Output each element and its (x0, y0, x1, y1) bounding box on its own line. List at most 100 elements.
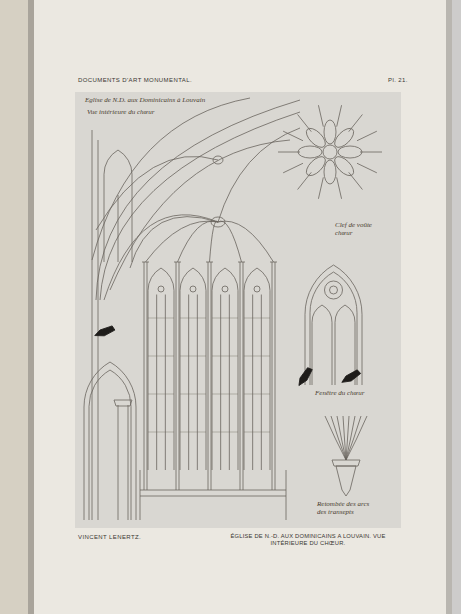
apse-window (180, 268, 206, 470)
boss-rib (337, 105, 342, 126)
glazing-bar (180, 356, 206, 357)
handwritten-title: Eglise de N.D. aux Dominicains à Louvain (84, 96, 206, 104)
boss-leaf (338, 146, 362, 158)
boss-rib (298, 172, 312, 189)
window-mullion (252, 295, 253, 470)
running-head: DOCUMENTS D'ART MONUMENTAL. (78, 77, 192, 84)
plate-caption: ÉGLISE DE N.-D. AUX DOMINICAINS A LOUVAI… (214, 533, 402, 546)
choir-window (305, 265, 362, 385)
photo-clip (342, 368, 361, 386)
boss-rib (318, 105, 323, 126)
corbel-capital (332, 460, 360, 466)
page (34, 0, 448, 614)
boss-leaf (324, 120, 336, 144)
vault-rib (96, 100, 300, 300)
boss-leaf (298, 146, 322, 158)
apse-shaft (176, 262, 179, 490)
boss-rib (283, 163, 303, 173)
sketch-label: Clef de voûte chœur (334, 221, 380, 237)
boss-rib (278, 152, 300, 153)
drawing-ground (75, 92, 401, 528)
glazing-bar (244, 356, 270, 357)
glazing-bar (212, 432, 238, 433)
boss-rib (349, 114, 363, 131)
plinth (140, 470, 286, 520)
apse-rib (218, 221, 274, 262)
pier (114, 400, 132, 520)
window-tracery (222, 286, 228, 292)
left-page (0, 0, 32, 614)
page-edge (446, 0, 452, 614)
apse-rib (146, 221, 219, 262)
corbel-rib (337, 416, 346, 460)
apse-window (212, 268, 238, 470)
window-mullion (261, 295, 262, 470)
window-light (312, 305, 332, 385)
apse-rib (210, 221, 219, 262)
window-tracery (190, 286, 196, 292)
window-mullion (118, 195, 119, 262)
window-tracery (158, 286, 164, 292)
window-rose (330, 286, 338, 294)
window-mullion (156, 295, 157, 470)
apse-rib (218, 221, 242, 262)
apse-shaft (272, 262, 275, 490)
vault-rib (100, 112, 300, 300)
boss-leaf (324, 160, 336, 184)
plinth (140, 490, 286, 496)
window-mullion (229, 295, 230, 470)
corbel-rib (325, 416, 346, 460)
boss-rib (337, 177, 342, 198)
choir-window (310, 272, 357, 385)
window-mullion (188, 295, 189, 470)
glazing-bar (212, 318, 238, 319)
glazing-bar (212, 394, 238, 395)
side-arch (89, 370, 131, 520)
corbel-rib (331, 416, 346, 460)
upper-window (104, 150, 132, 262)
glazing-bar (212, 356, 238, 357)
corbel-rib (346, 416, 361, 460)
sketch-label: Retombée des arcs des transepts (316, 500, 380, 516)
glazing-bar (244, 394, 270, 395)
glazing-bar (180, 432, 206, 433)
boss-centre (323, 145, 337, 159)
photo-clip (95, 321, 116, 341)
corbel-rib (343, 416, 346, 460)
window-tracery (254, 286, 260, 292)
boss-rib (360, 152, 382, 153)
window-mullion (197, 295, 198, 470)
vault-rib (96, 156, 218, 230)
window-mullion (165, 295, 166, 470)
window-rose (325, 281, 343, 299)
boss-rib (357, 163, 377, 173)
glazing-bar (148, 356, 174, 357)
apse-window (244, 268, 270, 470)
plate-number: Pl. 21. (388, 77, 408, 84)
boss-rib (357, 131, 377, 141)
apse-shaft (240, 262, 243, 490)
boss-rib (283, 131, 303, 141)
glazing-bar (148, 432, 174, 433)
vault-rib (130, 217, 218, 268)
apse-rib (178, 221, 219, 262)
corbel-rib (346, 416, 367, 460)
glazing-bar (148, 394, 174, 395)
sketch (84, 98, 382, 520)
sketch-label: Fenêtre du chœur (314, 389, 366, 397)
vault-rib (218, 128, 300, 222)
boss-rib (318, 177, 323, 198)
boss-rib (298, 114, 312, 131)
wall-column (92, 130, 98, 520)
window-mullion (220, 295, 221, 470)
corbel-body (336, 466, 356, 496)
rib-boss (213, 156, 223, 164)
vault-rib (110, 140, 290, 290)
side-arch (84, 362, 136, 520)
binding-shadow (28, 0, 34, 614)
artist-name: VINCENT LENERTZ. (78, 534, 141, 541)
glazing-bar (148, 318, 174, 319)
glazing-bar (244, 318, 270, 319)
